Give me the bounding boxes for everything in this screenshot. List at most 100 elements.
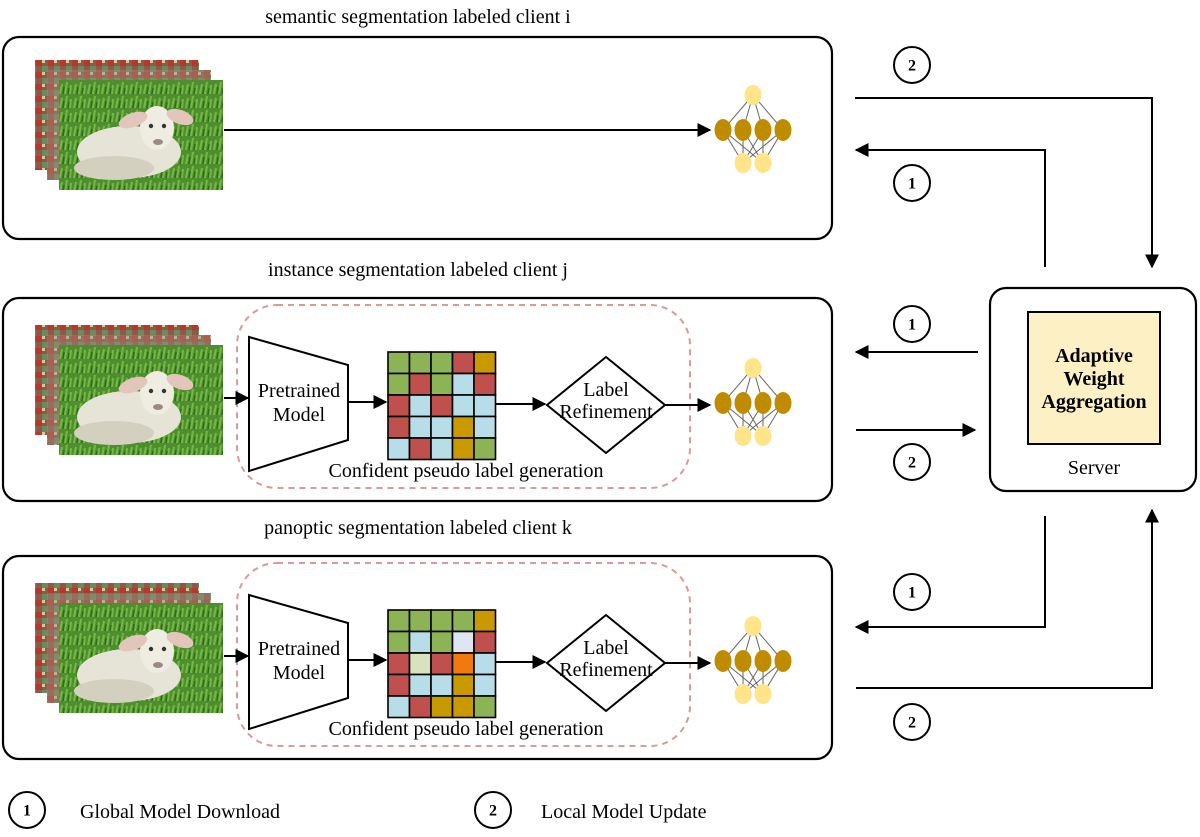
network-node [734,426,752,446]
pseudo-label-cell [387,372,411,396]
pseudo-label-cell [387,652,411,676]
pretrained-label: Pretrained [258,380,340,402]
legend-marker-update-number: 2 [489,803,497,820]
server-caption: Server [1068,457,1121,479]
network-node [754,153,772,173]
pseudo-label-dashed-frame-2 [236,562,691,747]
pseudo-label-cell [473,394,497,418]
pseudo-label-cell [387,695,411,719]
pseudo-label-cell [473,437,497,461]
pseudo-label-dashed-frame-1 [236,304,691,489]
update-marker-client-i [893,46,931,84]
client-title-2: panoptic segmentation labeled client k [264,517,572,539]
pseudo-label-cell [451,695,475,719]
client-title-0: semantic segmentation labeled client i [265,6,571,28]
pretrained-label: Pretrained [258,638,340,660]
network-node [734,650,752,672]
download-marker-client-j [893,305,931,343]
network-node [734,392,752,414]
update-marker-client-j-number: 2 [908,455,916,472]
pseudo-label-cell [451,609,475,633]
network-node [734,153,752,173]
neural-network-icon-1 [714,358,792,446]
pseudo-label-cell [430,437,454,461]
legend-marker-download-number: 1 [23,803,31,820]
pipeline-caption-2: Confident pseudo label generation [329,718,604,740]
network-node [754,684,772,704]
pseudo-label-cell [430,394,454,418]
pseudo-label-cell [430,652,454,676]
network-node [714,650,732,672]
pseudo-label-cell [387,394,411,418]
sheep-photo [59,80,223,190]
pseudo-label-cell [408,394,432,418]
update-marker-client-k [893,703,931,741]
pseudo-label-cell [473,695,497,719]
refine-label: Refinement [559,659,653,681]
pseudo-label-cell [408,673,432,697]
pseudo-label-cell [473,372,497,396]
network-node [734,119,752,141]
pretrained-label: Model [273,662,326,684]
refine-label: Refinement [559,401,653,423]
image-stack-1 [35,325,223,455]
pseudo-label-cell [430,372,454,396]
pseudo-label-cell [473,652,497,676]
pseudo-label-cell [451,652,475,676]
network-node [744,358,762,378]
label-refinement-diamond-2 [545,613,667,713]
pseudo-label-cell [451,630,475,654]
network-node [754,426,772,446]
legend-label-download: Global Model Download [80,801,280,823]
update-arrow-client-i [855,97,1159,269]
aggregation-label: Aggregation [1041,391,1146,413]
sheep-photo [59,603,223,713]
network-node [754,650,772,672]
pretrained-model-trapezoid-2 [248,593,349,731]
image-stack-2 [35,583,223,713]
network-node [754,119,772,141]
network-node [714,392,732,414]
network-node [774,119,792,141]
pseudo-label-cell [430,415,454,439]
pseudo-label-cell [430,695,454,719]
pseudo-label-cell [451,372,475,396]
pretrained-label: Model [273,404,326,426]
pseudo-label-cell [387,415,411,439]
pseudo-label-cell [408,437,432,461]
pseudo-label-cell [473,609,497,633]
pseudo-label-cell [387,630,411,654]
pseudo-label-cell [408,609,432,633]
pseudo-label-cell [430,630,454,654]
client-title-1: instance segmentation labeled client j [268,259,568,281]
pretrained-model-trapezoid-1 [248,335,349,473]
pseudo-label-cell [473,351,497,375]
download-arrow-client-k [854,516,1046,634]
update-marker-client-j [893,443,931,481]
sheep-photo [59,345,223,455]
network-node [774,392,792,414]
download-arrow-client-i [854,143,1046,267]
pseudo-label-cell [430,673,454,697]
pseudo-label-cell [451,673,475,697]
pseudo-label-cell [387,673,411,697]
pseudo-label-cell [430,609,454,633]
pseudo-label-cell [387,351,411,375]
pseudo-label-cell [408,630,432,654]
pseudo-label-cell [408,695,432,719]
aggregation-label: Weight [1063,368,1124,390]
legend-label-update: Local Model Update [541,801,707,823]
download-marker-client-j-number: 1 [908,317,916,334]
label-refinement-diamond-1 [545,355,667,455]
pseudo-label-cell [408,372,432,396]
refine-label: Label [583,379,629,401]
download-marker-client-k [893,573,931,611]
network-node [744,616,762,636]
pseudo-label-cell [430,351,454,375]
pseudo-label-cell [408,652,432,676]
legend-marker-update [474,791,512,829]
network-node [734,684,752,704]
pseudo-label-cell [451,415,475,439]
aggregation-label: Adaptive [1055,345,1133,367]
